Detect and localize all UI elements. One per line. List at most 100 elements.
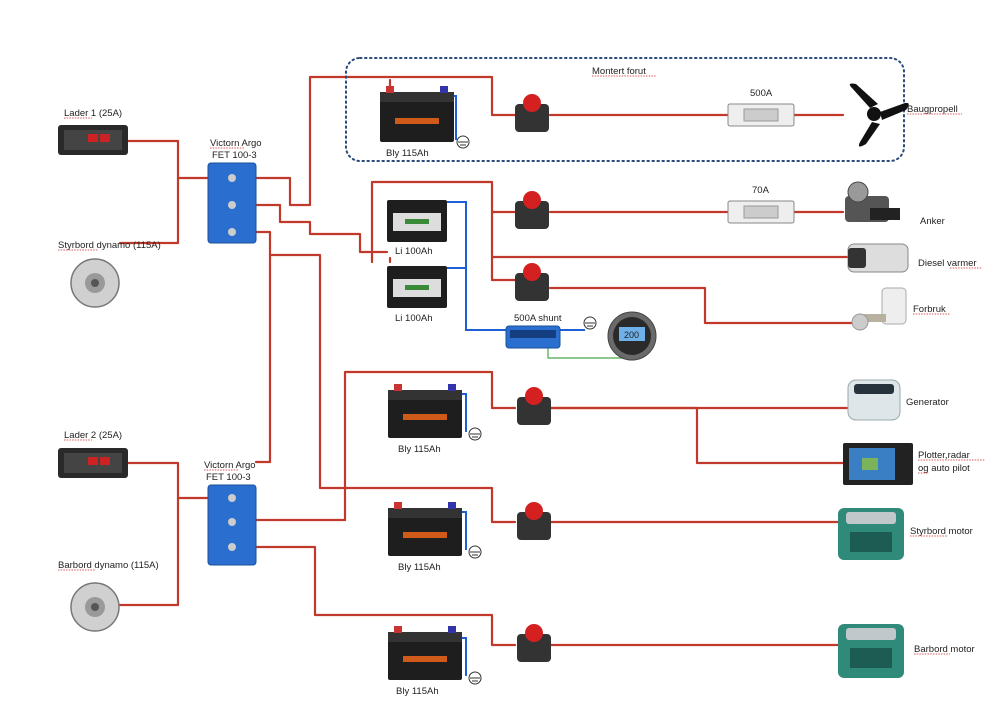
bow-thruster-label: Baugpropell [907, 104, 958, 115]
ground-icon [456, 135, 470, 149]
engine-detail [850, 532, 892, 552]
argo-isolator-2: Victorn Argo FET 100-3 [204, 460, 257, 566]
front-mounted-label: Montert forut [592, 66, 646, 77]
battery-li-2-label: Li 100Ah [395, 313, 433, 324]
anchor-winch: Anker [845, 181, 945, 227]
battery-stripe [395, 118, 439, 124]
anchor-label: Anker [920, 216, 945, 227]
shunt-top [510, 330, 556, 338]
generator-label: Generator [906, 397, 949, 408]
port-engine-label: Barbord motor [914, 644, 975, 655]
fuse-element [743, 205, 779, 219]
battery-switch-icon [517, 624, 551, 662]
battery-top [380, 92, 454, 102]
heater-end [848, 248, 866, 268]
battery-terminal-pos [394, 384, 402, 391]
battery-terminal-neg [448, 626, 456, 633]
alternator-center [91, 279, 99, 287]
argo-terminal [228, 201, 236, 209]
argo-terminal [228, 174, 236, 182]
winch-base [870, 208, 900, 220]
engine-top [846, 628, 896, 640]
charger-1: Lader 1 (25A) [58, 108, 128, 155]
ground-icon [468, 427, 482, 441]
argo-2-label-1: Victorn Argo [204, 460, 256, 471]
argo-terminal [228, 518, 236, 526]
lamp-arm [862, 314, 886, 322]
argo-2-label-2: FET 100-3 [206, 472, 251, 483]
diesel-heater-label: Diesel varmer [918, 258, 977, 269]
shunt-label: 500A shunt [514, 313, 562, 324]
ground-symbols [456, 135, 597, 685]
argo-terminal [228, 228, 236, 236]
ground-icon [583, 316, 597, 330]
battery-switch-icon [517, 387, 551, 425]
charger-1-label: Lader 1 (25A) [64, 108, 122, 119]
battery-stripe [405, 285, 429, 290]
engine-detail [850, 648, 892, 668]
port-alternator-label: Barbord dynamo (115A) [58, 560, 159, 571]
battery-top [388, 632, 462, 642]
monitor-screen [619, 327, 645, 341]
battery-switch-icon [515, 94, 549, 132]
generator: Generator [847, 379, 949, 421]
battery-monitor: 200 [607, 311, 657, 361]
bow-thruster: Baugpropell [849, 83, 962, 147]
port-alternator: Barbord dynamo (115A) [58, 560, 159, 632]
charger-2: Lader 2 (25A) [58, 430, 128, 478]
charger-1-led [100, 134, 110, 142]
argo-terminal [228, 494, 236, 502]
argo-terminal [228, 543, 236, 551]
argo-isolator-1: Victorn Argo FET 100-3 [207, 138, 262, 244]
battery-stripe [403, 656, 447, 662]
wires [118, 75, 855, 676]
battery-terminal-neg [440, 86, 448, 93]
battery-stb: Bly 115Ah [388, 502, 462, 573]
propeller-icon [849, 83, 909, 147]
argo-1-label-1: Victorn Argo [210, 138, 262, 149]
battery-stripe [403, 414, 447, 420]
plotter-label-1: Plotter,radar [918, 450, 970, 461]
spelling-underlines [58, 75, 656, 571]
lamp-base [851, 313, 869, 331]
battery-bow: Bly 115Ah [380, 86, 454, 159]
battery-li-1: Li 100Ah [387, 200, 447, 257]
charger-2-led [100, 457, 110, 465]
monitor-display: 200 [624, 330, 639, 340]
charger-2-led [88, 457, 98, 465]
chart-plotter: Plotter,radar og auto pilot [843, 443, 985, 485]
charger-2-label: Lader 2 (25A) [64, 430, 122, 441]
starboard-engine-label: Styrbord motor [910, 526, 973, 537]
engine-top [846, 512, 896, 524]
battery-terminal-pos [386, 86, 394, 93]
port-engine: Barbord motor [838, 624, 975, 678]
charger-1-led [88, 134, 98, 142]
battery-top [388, 508, 462, 518]
battery-port-label: Bly 115Ah [396, 686, 439, 697]
battery-terminal-pos [394, 626, 402, 633]
consumers-label: Forbruk [913, 304, 946, 315]
fuse-70a: 70A [727, 185, 795, 224]
battery-body [380, 92, 454, 142]
consumer-lamp: Forbruk [851, 287, 950, 331]
shunt: 500A shunt [505, 313, 562, 349]
battery-li-2: Li 100Ah [387, 266, 447, 324]
battery-generator: Bly 115Ah [388, 384, 462, 455]
battery-port: Bly 115Ah [388, 626, 462, 697]
battery-switch-icon [517, 502, 551, 540]
battery-switch-icon [515, 263, 549, 301]
battery-terminal-neg [448, 502, 456, 509]
fuse-element [743, 108, 779, 122]
battery-generator-label: Bly 115Ah [398, 444, 441, 455]
stb-alternator-label: Styrbord dynamo (115A) [58, 240, 161, 251]
starboard-engine: Styrbord motor [838, 508, 973, 560]
winch-drum [847, 181, 869, 203]
diesel-heater: Diesel varmer [847, 243, 982, 273]
plotter-label-2: og auto pilot [918, 463, 970, 474]
battery-li-1-label: Li 100Ah [395, 246, 433, 257]
generator-top [854, 384, 894, 394]
battery-terminal-neg [448, 384, 456, 391]
alternator-center [91, 603, 99, 611]
fuse-500a: 500A [727, 88, 795, 127]
